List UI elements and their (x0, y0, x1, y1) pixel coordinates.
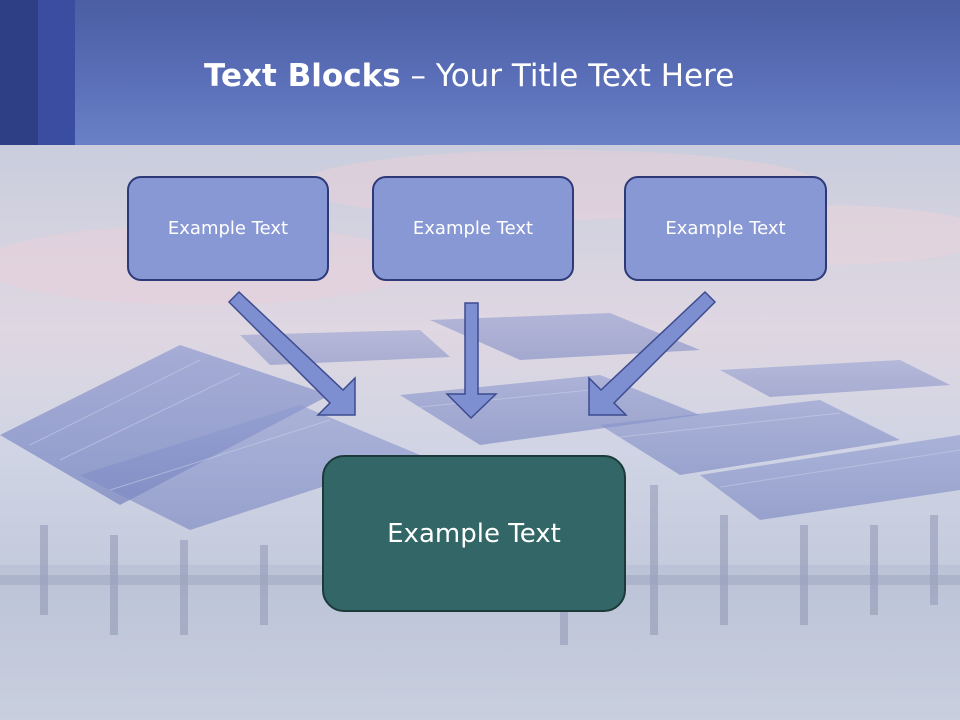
text-block-3[interactable]: Example Text (624, 176, 827, 281)
header-stripe-medium (38, 0, 75, 145)
title-dash: – (400, 58, 436, 94)
text-block-1-label: Example Text (167, 218, 289, 239)
arrow-left-icon (227, 290, 356, 416)
page-title: Text Blocks – Your Title Text Here (204, 52, 734, 100)
text-block-3-label: Example Text (665, 218, 786, 239)
header-band: Text Blocks – Your Title Text Here (0, 0, 960, 145)
main-text-block[interactable]: Example Text (322, 455, 626, 612)
arrow-down-icon (445, 302, 498, 420)
text-block-2-label: Example Text (412, 218, 534, 239)
title-bold: Text Blocks (204, 58, 401, 94)
text-block-2[interactable]: Example Text (372, 176, 574, 281)
solar-panels-illustration (0, 150, 960, 720)
text-block-1[interactable]: Example Text (127, 176, 329, 281)
main-text-block-label: Example Text (387, 518, 561, 549)
arrow-right-icon (588, 290, 717, 416)
title-rest: Your Title Text Here (435, 58, 735, 94)
header-stripe-dark (0, 0, 38, 145)
